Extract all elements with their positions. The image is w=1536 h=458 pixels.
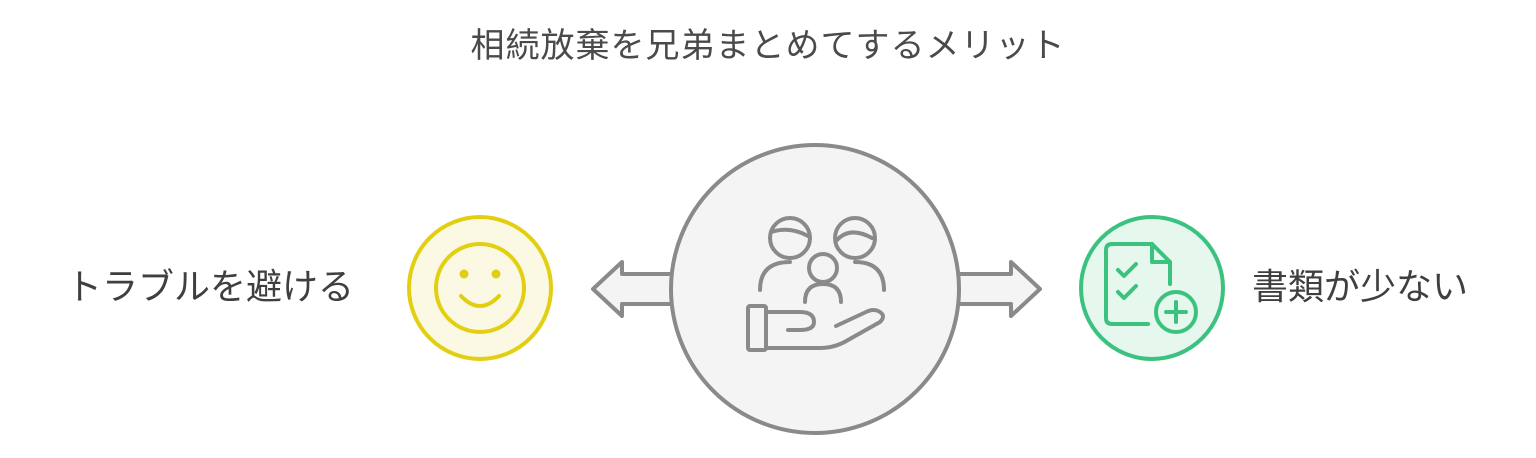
smiley-face-icon <box>434 242 526 334</box>
right-arrow <box>958 260 1042 318</box>
fewer-documents-badge <box>1079 215 1225 361</box>
document-checklist-plus-icon <box>1104 242 1198 334</box>
benefit-label-avoid-trouble: トラブルを避ける <box>66 267 355 308</box>
center-hub <box>669 143 961 435</box>
left-arrow <box>591 260 670 318</box>
benefit-label-fewer-documents: 書類が少ない <box>1252 267 1469 308</box>
diagram-title: 相続放棄を兄弟まとめてするメリット <box>470 26 1066 66</box>
avoid-trouble-badge <box>407 215 553 361</box>
family-in-hand-icon <box>746 216 886 352</box>
